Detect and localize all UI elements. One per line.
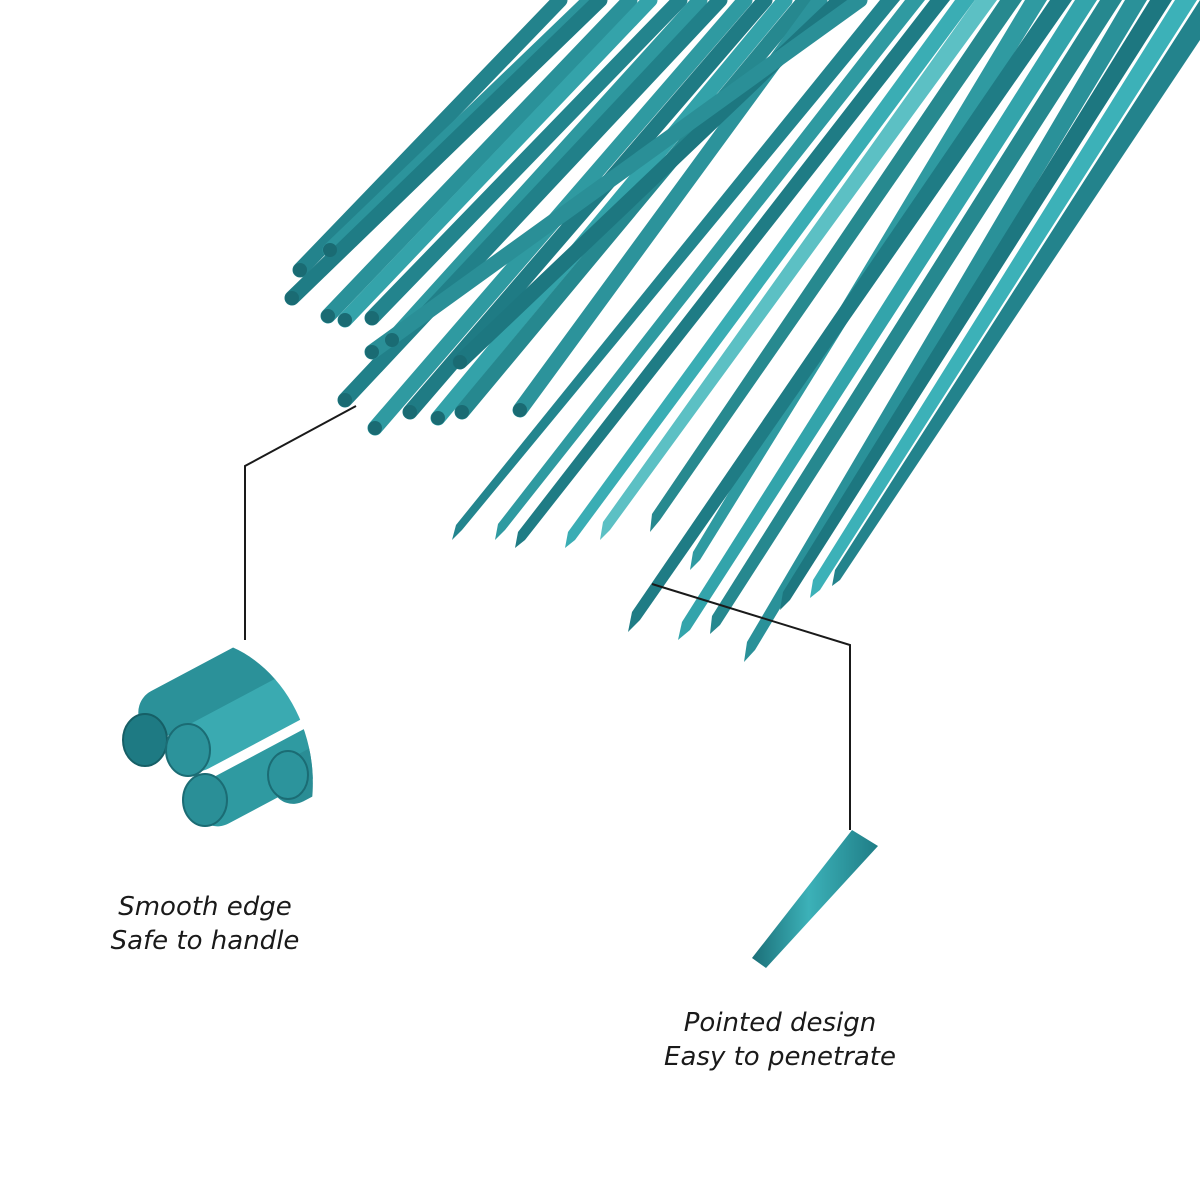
pointed-design-leader-line xyxy=(651,583,851,830)
smooth-edge-title: Smooth edge xyxy=(118,892,292,922)
pointed-design-caption: Pointed design Easy to penetrate xyxy=(640,1006,920,1074)
callout-lines xyxy=(244,405,851,830)
smooth-edge-detail xyxy=(122,640,313,827)
stick xyxy=(292,0,568,278)
stick xyxy=(452,0,900,540)
stick xyxy=(320,0,638,324)
pointed-design-title: Pointed design xyxy=(683,1008,877,1038)
stick xyxy=(678,0,1097,640)
smooth-edge-caption: Smooth edge Safe to handle xyxy=(70,890,340,958)
pointed-stick-group xyxy=(452,0,1200,662)
stick xyxy=(600,0,997,540)
stick xyxy=(810,0,1197,598)
stick xyxy=(650,0,1022,532)
blunt-stick-group xyxy=(284,0,868,436)
stick xyxy=(515,0,950,548)
stick xyxy=(364,0,868,360)
stick xyxy=(628,0,1072,632)
blunt-end-caps xyxy=(285,243,527,435)
stick xyxy=(284,0,608,306)
pointed-design-subtitle: Easy to penetrate xyxy=(664,1042,896,1072)
stick xyxy=(384,0,708,348)
stick xyxy=(364,0,688,326)
smooth-edge-leader-line xyxy=(244,405,357,640)
stick xyxy=(832,0,1200,586)
stick xyxy=(337,0,658,328)
stick xyxy=(495,0,925,540)
smooth-edge-subtitle: Safe to handle xyxy=(110,926,300,956)
stick xyxy=(780,0,1172,610)
stick xyxy=(565,0,975,548)
stick xyxy=(710,0,1122,634)
pointed-tip-detail xyxy=(752,830,878,968)
